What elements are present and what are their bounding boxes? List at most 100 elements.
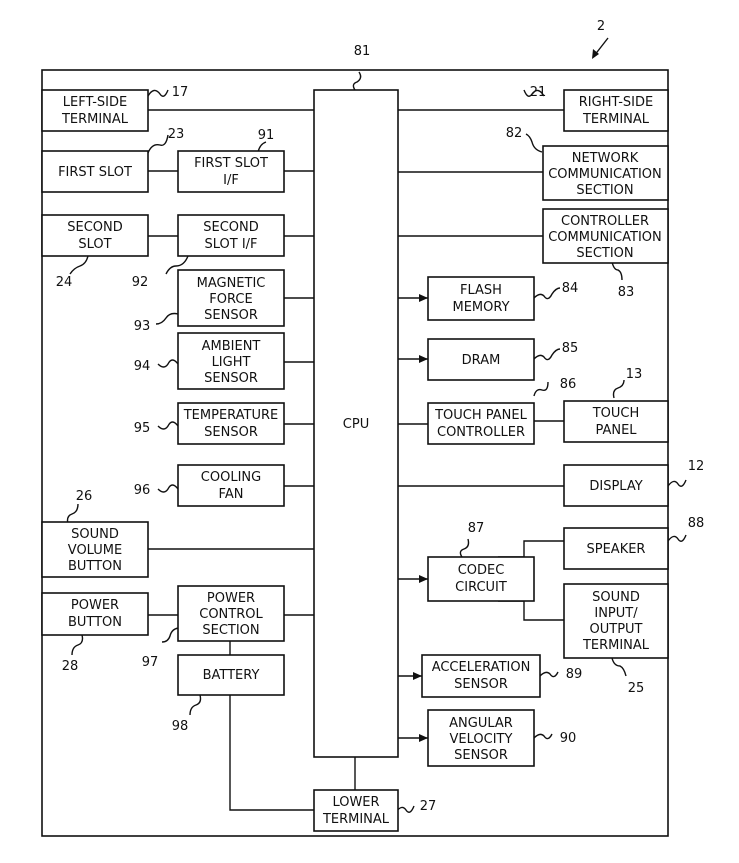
svg-text:BUTTON: BUTTON <box>68 615 122 630</box>
ref-92: 92 <box>132 275 149 290</box>
ref-88: 88 <box>688 516 705 531</box>
ref-97: 97 <box>142 655 159 670</box>
svg-text:TERMINAL: TERMINAL <box>61 112 129 127</box>
ref-81: 81 <box>354 44 371 59</box>
svg-text:FIRST SLOT: FIRST SLOT <box>58 165 132 180</box>
svg-text:RIGHT-SIDE: RIGHT-SIDE <box>579 95 653 110</box>
speaker-block: SPEAKER <box>563 527 669 570</box>
svg-text:SENSOR: SENSOR <box>454 748 508 763</box>
ref-82: 82 <box>506 126 523 141</box>
angular-velocity-sensor-block: ANGULAR VELOCITY SENSOR <box>427 709 535 767</box>
svg-text:POWER: POWER <box>71 598 119 613</box>
flash-memory-block: FLASH MEMORY <box>427 276 535 321</box>
svg-text:SECOND: SECOND <box>203 220 259 235</box>
ref-85: 85 <box>562 341 579 356</box>
svg-text:SENSOR: SENSOR <box>204 308 258 323</box>
svg-text:SENSOR: SENSOR <box>454 677 508 692</box>
svg-text:MEMORY: MEMORY <box>452 300 509 315</box>
ref-23: 23 <box>168 127 185 142</box>
svg-text:SECTION: SECTION <box>576 183 633 198</box>
svg-text:SENSOR: SENSOR <box>204 371 258 386</box>
svg-text:SLOT I/F: SLOT I/F <box>204 237 257 252</box>
power-control-section-block: POWER CONTROL SECTION <box>177 585 285 642</box>
svg-text:VELOCITY: VELOCITY <box>450 732 513 747</box>
svg-text:NETWORK: NETWORK <box>572 151 639 166</box>
ref-13: 13 <box>626 367 643 382</box>
svg-text:TOUCH PANEL: TOUCH PANEL <box>434 408 528 423</box>
touch-panel-controller-block: TOUCH PANEL CONTROLLER <box>427 402 535 445</box>
svg-text:SECTION: SECTION <box>576 246 633 261</box>
svg-text:SENSOR: SENSOR <box>204 425 258 440</box>
svg-text:CONTROLLER: CONTROLLER <box>437 425 525 440</box>
svg-text:LOWER: LOWER <box>332 795 379 810</box>
figure-ref-arrow-head <box>592 49 599 59</box>
ref-17: 17 <box>172 85 189 100</box>
network-communication-block: NETWORK COMMUNICATION SECTION <box>542 145 669 201</box>
svg-text:TERMINAL: TERMINAL <box>322 812 390 827</box>
magnetic-force-sensor-block: MAGNETIC FORCE SENSOR <box>177 269 285 327</box>
svg-text:SPEAKER: SPEAKER <box>587 542 646 557</box>
first-slot-if-block: FIRST SLOT I/F <box>177 150 285 193</box>
svg-text:DRAM: DRAM <box>462 353 501 368</box>
second-slot-if-block: SECOND SLOT I/F <box>177 214 285 257</box>
svg-text:TOUCH: TOUCH <box>592 406 640 421</box>
svg-text:SOUND: SOUND <box>71 527 119 542</box>
reference-leaders <box>66 71 687 813</box>
connector-arrows <box>413 294 428 742</box>
codec-circuit-block: CODEC CIRCUIT <box>427 556 535 602</box>
svg-text:TEMPERATURE: TEMPERATURE <box>183 408 279 423</box>
svg-text:CIRCUIT: CIRCUIT <box>455 580 507 595</box>
touch-panel-block: TOUCH PANEL <box>563 400 669 443</box>
display-block: DISPLAY <box>563 464 669 507</box>
svg-text:SECOND: SECOND <box>67 220 123 235</box>
ref-93: 93 <box>134 319 151 334</box>
svg-text:ANGULAR: ANGULAR <box>449 716 513 731</box>
figure-ref-label: 2 <box>597 19 605 34</box>
ref-12: 12 <box>688 459 705 474</box>
svg-text:COOLING: COOLING <box>201 470 261 485</box>
ref-83: 83 <box>618 285 635 300</box>
ref-94: 94 <box>134 359 151 374</box>
ref-87: 87 <box>468 521 485 536</box>
svg-text:COMMUNICATION: COMMUNICATION <box>548 230 662 245</box>
svg-text:BUTTON: BUTTON <box>68 559 122 574</box>
svg-text:CONTROLLER: CONTROLLER <box>561 214 649 229</box>
cooling-fan-block: COOLING FAN <box>177 464 285 507</box>
ref-96: 96 <box>134 483 151 498</box>
svg-text:INPUT/: INPUT/ <box>594 606 638 621</box>
svg-text:FAN: FAN <box>219 487 244 502</box>
svg-text:SLOT: SLOT <box>78 237 111 252</box>
ref-90: 90 <box>560 731 577 746</box>
svg-text:LIGHT: LIGHT <box>212 355 251 370</box>
svg-text:CONTROL: CONTROL <box>199 607 263 622</box>
svg-text:LEFT-SIDE: LEFT-SIDE <box>63 95 127 110</box>
svg-text:BATTERY: BATTERY <box>203 668 260 683</box>
svg-text:VOLUME: VOLUME <box>68 543 122 558</box>
dram-block: DRAM <box>427 338 535 381</box>
right-side-terminal-block: RIGHT-SIDE TERMINAL <box>563 89 669 132</box>
lower-terminal-block: LOWER TERMINAL <box>313 789 399 832</box>
battery-block: BATTERY <box>177 654 285 696</box>
svg-text:POWER: POWER <box>207 591 255 606</box>
svg-text:FLASH: FLASH <box>460 283 502 298</box>
sound-io-terminal-block: SOUND INPUT/ OUTPUT TERMINAL <box>563 583 669 659</box>
cpu-label: CPU <box>343 417 369 432</box>
svg-text:SECTION: SECTION <box>202 623 259 638</box>
second-slot-block: SECOND SLOT <box>41 214 149 257</box>
ref-98: 98 <box>172 719 189 734</box>
left-side-terminal-block: LEFT-SIDE TERMINAL <box>41 89 149 132</box>
svg-text:I/F: I/F <box>223 173 239 188</box>
ref-25: 25 <box>628 681 645 696</box>
ref-28: 28 <box>62 659 79 674</box>
svg-text:MAGNETIC: MAGNETIC <box>197 276 266 291</box>
ref-95: 95 <box>134 421 151 436</box>
svg-text:DISPLAY: DISPLAY <box>589 479 642 494</box>
svg-text:FORCE: FORCE <box>209 292 252 307</box>
ref-21: 21 <box>530 85 547 100</box>
svg-text:AMBIENT: AMBIENT <box>202 339 261 354</box>
svg-text:ACCELERATION: ACCELERATION <box>432 660 531 675</box>
ambient-light-sensor-block: AMBIENT LIGHT SENSOR <box>177 332 285 390</box>
sound-volume-button-block: SOUND VOLUME BUTTON <box>41 521 149 578</box>
cpu-block: CPU <box>313 89 399 758</box>
